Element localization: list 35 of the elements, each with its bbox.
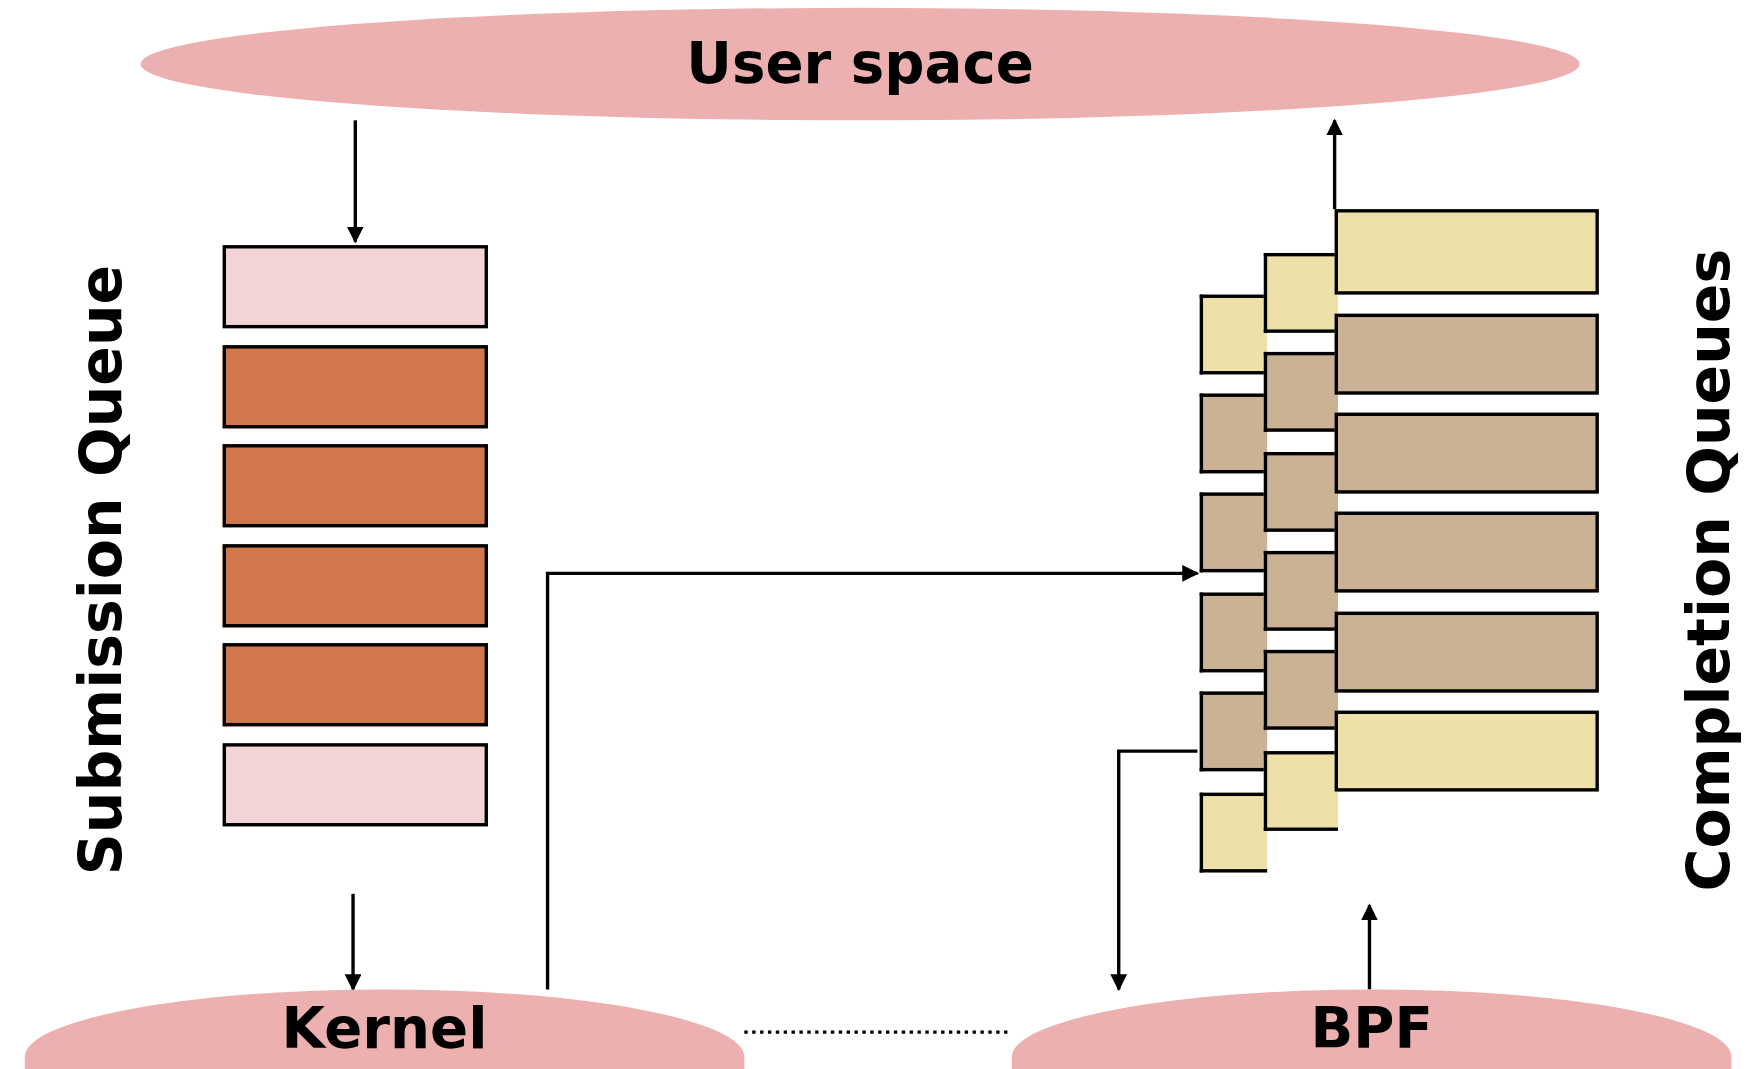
queue-slot: [1199, 492, 1268, 573]
queue-slot: [1334, 511, 1599, 593]
arrow: [1326, 118, 1344, 210]
queue-title: Completion Queues: [1675, 248, 1743, 892]
queue-slot: [1263, 253, 1338, 333]
queue-slot: [1263, 550, 1338, 631]
queue-slot: [1199, 294, 1268, 375]
queue-slot: [222, 643, 488, 727]
queue-slot: [222, 444, 488, 528]
queue-slot: [1334, 710, 1599, 792]
queue-slot: [1263, 452, 1338, 532]
queue-slot: [222, 743, 488, 827]
queue-title: Submission Queue: [67, 264, 135, 876]
queue-slot: [222, 245, 488, 329]
queue-slot: [1199, 393, 1268, 474]
queue-slot: [1199, 592, 1268, 673]
queue-slot: [1199, 792, 1268, 873]
ellipse-label: User space: [140, 7, 1580, 121]
queue-slot: [1263, 351, 1338, 432]
arrow: [1110, 749, 1198, 992]
queue-slot: [1263, 751, 1338, 831]
ellipse-label: Kernel: [24, 989, 745, 1069]
queue-slot: [1334, 611, 1599, 693]
arrow: [346, 120, 364, 244]
arrow: [545, 565, 1200, 990]
queue-slot: [1199, 691, 1268, 772]
queue-slot: [1334, 412, 1599, 494]
queue-slot: [1263, 649, 1338, 730]
ellipse-label: BPF: [1011, 989, 1732, 1069]
queue-slot: [1334, 313, 1599, 395]
queue-slot: [1334, 209, 1599, 295]
queue-slot: [222, 345, 488, 429]
arrow: [344, 893, 362, 992]
queue-slot: [222, 544, 488, 628]
arrow: [1361, 903, 1378, 990]
